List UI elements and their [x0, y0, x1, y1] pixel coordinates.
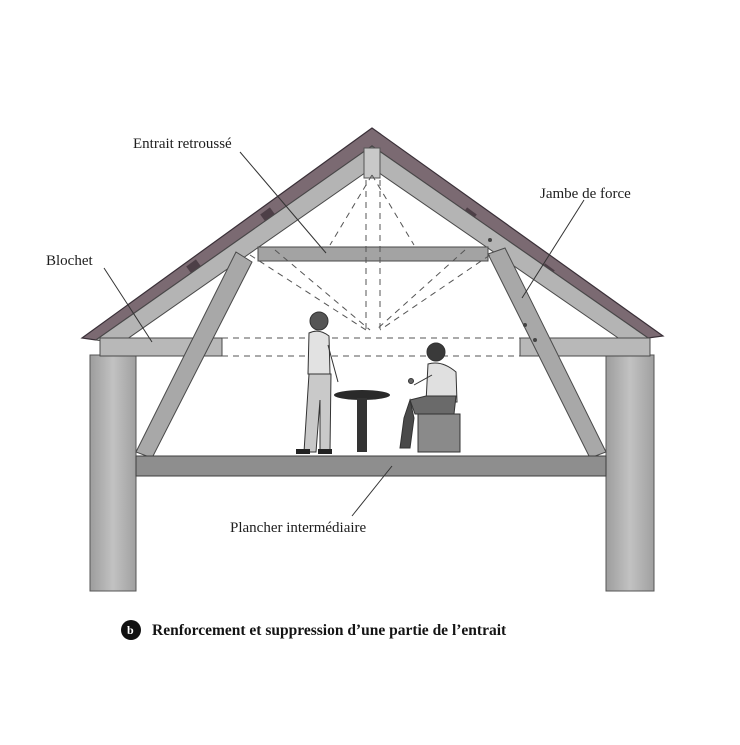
stool — [417, 413, 461, 453]
standing-person — [296, 311, 339, 454]
left-rafter — [94, 145, 373, 345]
blochet-pegs — [193, 342, 547, 352]
leader-lines — [103, 151, 585, 517]
caption-text: Renforcement et suppression d’une partie… — [152, 622, 507, 639]
ridge-block — [363, 147, 381, 179]
left-post — [89, 354, 137, 592]
label-entrait-retrousse: Entrait retroussé — [133, 136, 232, 152]
right-strut — [487, 247, 607, 459]
strut-pegs — [488, 238, 537, 342]
dashed-guides — [222, 174, 520, 357]
label-blochet: Blochet — [46, 253, 93, 269]
right-post — [605, 354, 655, 592]
floor-beam — [135, 455, 607, 477]
table — [334, 390, 390, 452]
label-plancher: Plancher intermédiaire — [230, 520, 367, 536]
label-jambe-de-force: Jambe de force — [540, 186, 631, 202]
collar-beam — [257, 246, 489, 262]
caption-badge-letter: b — [127, 623, 134, 637]
caption-badge — [121, 620, 141, 640]
seated-person — [399, 342, 458, 449]
